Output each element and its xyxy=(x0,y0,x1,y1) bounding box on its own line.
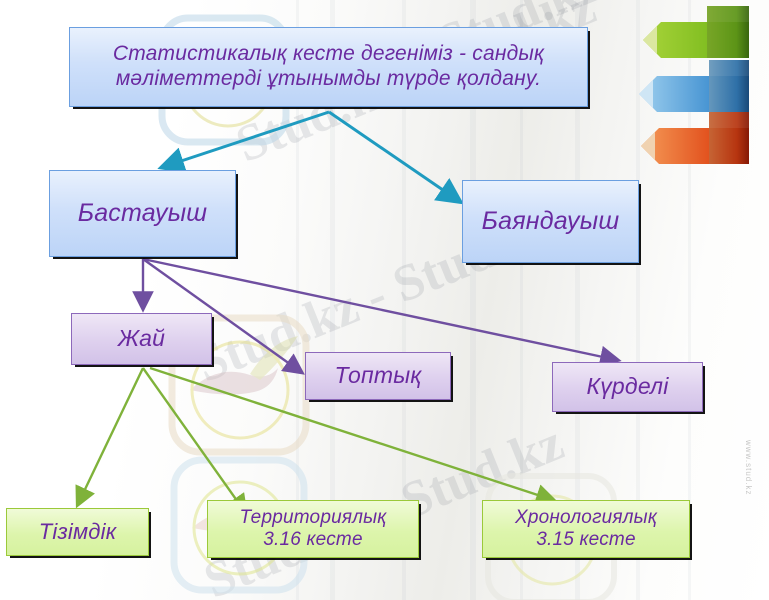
node-territorial: Территориялық 3.16 кесте xyxy=(207,500,419,558)
green-pencil xyxy=(643,6,749,58)
connector-title-to-predicate xyxy=(328,110,464,205)
watermark-vertical: www.stud.kz xyxy=(744,440,753,496)
connector-subject-to-complex xyxy=(142,257,622,368)
connector-simple-to-territorial xyxy=(142,367,248,516)
node-simple: Жай xyxy=(71,313,212,365)
connector-simple-to-list xyxy=(75,367,145,509)
node-predicate: Баяндауыш xyxy=(462,180,639,263)
blue-pencil xyxy=(639,60,749,112)
node-list: Тізімдік xyxy=(6,508,149,556)
node-subject: Бастауыш xyxy=(49,170,236,257)
node-group: Топтық xyxy=(305,352,451,400)
node-complex: Күрделі xyxy=(552,362,703,412)
node-definition-title: Статистикалық кесте дегеніміз - сандық м… xyxy=(69,27,588,107)
pencils-decoration xyxy=(639,6,749,164)
connector-title-to-subject xyxy=(157,110,330,174)
red-pencil xyxy=(641,112,749,164)
node-chronological: Хронологиялық 3.15 кесте xyxy=(482,500,690,558)
